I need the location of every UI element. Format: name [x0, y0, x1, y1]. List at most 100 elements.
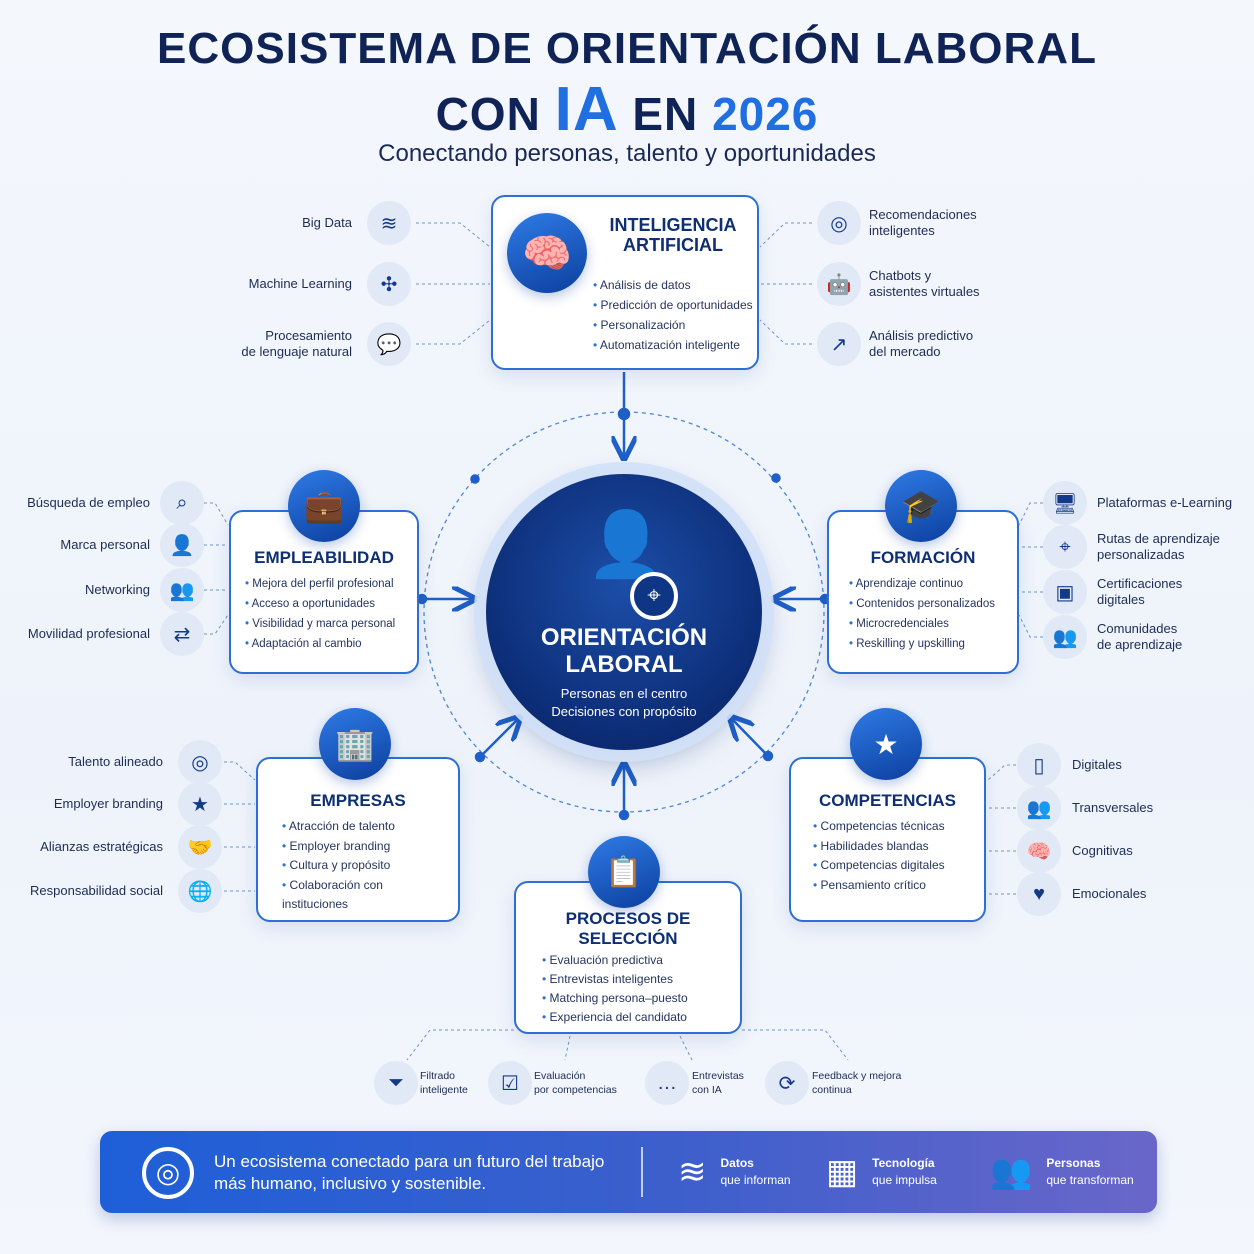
competencias-bullets: Competencias técnicasHabilidades blandas…	[813, 817, 984, 895]
bullet-item: Competencias técnicas	[813, 817, 984, 837]
empresas-bullets: Atracción de talentoEmployer brandingCul…	[282, 817, 458, 915]
center-title-1: ORIENTACIÓN	[540, 624, 708, 651]
bullet-item: Análisis de datos	[593, 275, 753, 295]
procesos-item-label: Evaluación por competencias	[534, 1070, 617, 1096]
ai-item-label: Recomendaciones inteligentes	[869, 207, 977, 238]
formacion-item-label: Certificaciones digitales	[1097, 576, 1183, 607]
empresas-card: EMPRESAS Atracción de talentoEmployer br…	[256, 757, 460, 922]
title-en: EN	[632, 88, 699, 140]
database-icon: ≋	[678, 1152, 707, 1191]
procesos-title-1: PROCESOS DE	[565, 909, 691, 928]
person-stars-icon: ★	[850, 708, 922, 780]
procesos-bullets: Evaluación predictivaEntrevistas intelig…	[542, 951, 740, 1027]
ai-item-label: Procesamiento de lenguaje natural	[241, 328, 352, 359]
banner-divider	[641, 1147, 643, 1197]
search-icon: ⌕	[160, 481, 204, 525]
empleabilidad-item-label: Marca personal	[60, 537, 150, 552]
title-year: 2026	[712, 88, 819, 140]
center-line-2: Decisiones con propósito	[551, 704, 697, 719]
bullet-item: Atracción de talento	[282, 817, 458, 837]
bullet-item: Competencias digitales	[813, 856, 984, 876]
bullet-item: Visibilidad y marca personal	[245, 614, 417, 634]
target-arrow-icon: ◎	[142, 1147, 194, 1199]
title-line-2: CON IA EN 2026	[0, 74, 1254, 145]
subtitle: Conectando personas, talento y oportunid…	[378, 140, 876, 167]
ai-bullets: Análisis de datosPredicción de oportunid…	[593, 275, 753, 355]
compass-icon: ⌖	[630, 572, 678, 620]
graduation-cap-icon: 🎓	[885, 470, 957, 542]
refresh-icon: ⟳	[765, 1061, 809, 1105]
user-icon: 👤	[160, 523, 204, 567]
procesos-title-2: SELECCIÓN	[578, 929, 678, 948]
brain-circuit-icon: 🧠	[507, 213, 587, 293]
phone-icon: ▯	[1017, 743, 1061, 787]
competencias-item-label: Transversales	[1072, 800, 1154, 815]
bullet-item: Experiencia del candidato	[542, 1008, 740, 1027]
bullet-item: Acceso a oportunidades	[245, 594, 417, 614]
bullet-item: Personalización	[593, 315, 753, 335]
center-line-1: Personas en el centro	[560, 686, 688, 701]
bullet-item: Matching persona–puesto	[542, 989, 740, 1008]
bullet-item: Reskilling y upskilling	[849, 634, 1017, 654]
trend-up-icon: ↗	[817, 322, 861, 366]
banner-item-sub: que transforman	[1046, 1173, 1134, 1187]
heart-icon: ♥	[1017, 872, 1061, 916]
handshake-icon: 🤝	[178, 825, 222, 869]
banner-text-2: más humano, inclusivo y sostenible.	[214, 1174, 487, 1193]
bullet-item: Pensamiento crítico	[813, 876, 984, 896]
bullet-item: Mejora del perfil profesional	[245, 574, 417, 594]
center-title-2: LABORAL	[565, 651, 683, 678]
competencias-title: COMPETENCIAS	[819, 791, 956, 810]
globe-people-icon: 🌐	[178, 869, 222, 913]
banner-item-sub: que informan	[720, 1173, 791, 1187]
competencias-item-label: Cognitivas	[1072, 843, 1133, 858]
chat-icon: 💬	[367, 322, 411, 366]
banner-message: Un ecosistema conectado para un futuro d…	[214, 1151, 604, 1195]
title-line-1: ECOSISTEMA DE ORIENTACIÓN LABORAL	[157, 24, 1097, 73]
formacion-title: FORMACIÓN	[870, 548, 976, 567]
banner-item-title: Datos	[720, 1156, 754, 1170]
ai-title-2: ARTIFICIAL	[623, 235, 723, 255]
formacion-item-label: Comunidades de aprendizaje	[1097, 621, 1183, 652]
bullet-item: Microcredenciales	[849, 614, 1017, 634]
empleabilidad-title: EMPLEABILIDAD	[254, 548, 394, 567]
community-icon: 👥	[1043, 615, 1087, 659]
ai-item-label: Análisis predictivo del mercado	[869, 328, 974, 359]
filter-icon: ⏷	[374, 1061, 418, 1105]
star-icon: ★	[178, 782, 222, 826]
people-icon: 👥	[160, 568, 204, 612]
clipboard-check-icon: ☑	[488, 1061, 532, 1105]
title-con: CON	[435, 88, 541, 140]
ai-title-1: INTELIGENCIA	[609, 215, 737, 235]
competencias-card: COMPETENCIAS Competencias técnicasHabili…	[789, 757, 986, 922]
procesos-item-label: Entrevistas con IA	[692, 1070, 744, 1096]
chat-dots-icon: …	[645, 1061, 689, 1105]
route-icon: ⌖	[1043, 525, 1087, 569]
empresas-item-label: Employer branding	[53, 796, 163, 811]
bullet-item: Entrevistas inteligentes	[542, 970, 740, 989]
target-icon: ◎	[178, 740, 222, 784]
title-ia: IA	[554, 75, 619, 144]
ai-item-label: Machine Learning	[248, 276, 352, 291]
certificate-icon: ▣	[1043, 570, 1087, 614]
empresas-item-label: Responsabilidad social	[30, 883, 163, 898]
empleabilidad-item-label: Movilidad profesional	[27, 626, 150, 641]
bullet-item: Adaptación al cambio	[245, 634, 417, 654]
procesos-item-label: Feedback y mejora continua	[812, 1070, 902, 1096]
bullet-item: Automatización inteligente	[593, 335, 753, 355]
empleabilidad-bullets: Mejora del perfil profesionalAcceso a op…	[245, 574, 417, 654]
briefcase-icon: 💼	[288, 470, 360, 542]
clipboard-icon: 📋	[588, 836, 660, 908]
network-icon: ✣	[367, 262, 411, 306]
database-icon: ≋	[367, 201, 411, 245]
bullet-item: Colaboración con instituciones	[282, 876, 458, 915]
people-icon: 👥	[990, 1152, 1033, 1191]
empresas-title: EMPRESAS	[310, 791, 406, 810]
chip-icon: ▦	[826, 1152, 859, 1191]
